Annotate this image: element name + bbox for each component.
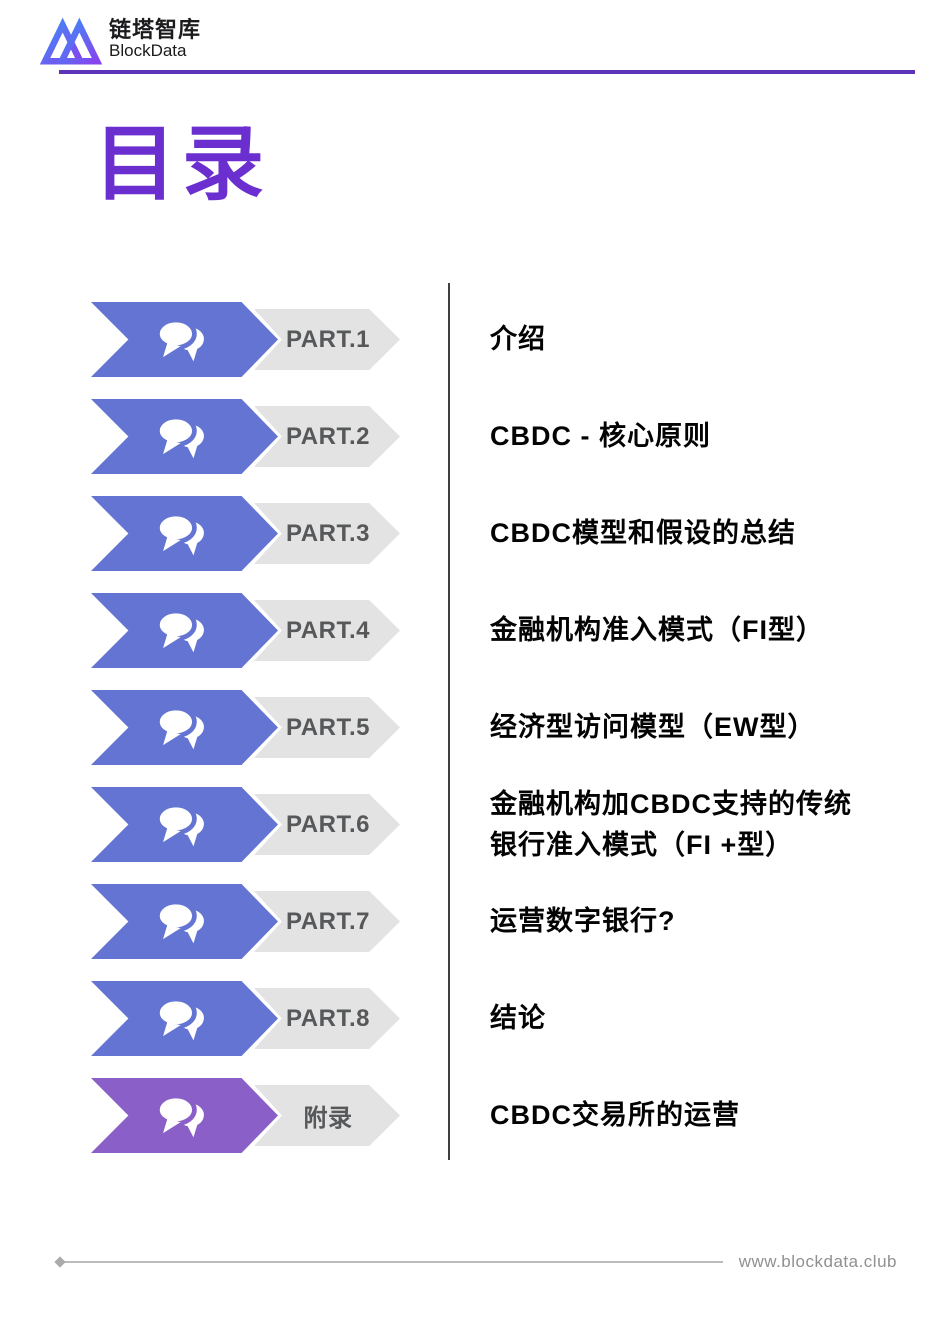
footer-rule [57, 1261, 723, 1263]
toc-item-title: 介绍 [490, 324, 546, 355]
header-divider [59, 70, 915, 74]
chat-bubbles-icon [155, 511, 204, 555]
part-label: PART.4 [286, 616, 370, 644]
vertical-divider [448, 283, 450, 1160]
toc-item-title: 结论 [490, 1003, 546, 1034]
page-title: 目录 [94, 119, 271, 210]
chat-bubbles-icon [155, 317, 204, 361]
header: 链塔智库 BlockData [40, 13, 201, 65]
part-arrow [91, 593, 278, 668]
part-arrow [91, 399, 278, 474]
part-label: PART.1 [286, 325, 370, 353]
part-arrow [91, 496, 278, 571]
part-label: PART.8 [286, 1004, 370, 1032]
toc-item-title: 运营数字银行? [490, 906, 676, 937]
chat-bubbles-icon [155, 1093, 204, 1137]
part-arrow-group: 附录 [87, 1074, 448, 1157]
part-arrow-group: PART.8 [87, 977, 448, 1060]
toc-list: PART.1 介绍 PART.2 [87, 283, 901, 1175]
mountain-logo-icon [40, 17, 102, 65]
toc-item-title: CBDC交易所的运营 [490, 1100, 740, 1131]
chat-bubbles-icon [155, 608, 204, 652]
part-arrow [91, 690, 278, 765]
toc-row[interactable]: PART.3 CBDC模型和假设的总结 [87, 492, 901, 575]
part-label: 附录 [303, 1105, 353, 1132]
brand-name-zh: 链塔智库 [109, 17, 202, 42]
toc-item-title: CBDC - 核心原则 [490, 421, 711, 452]
toc-row[interactable]: PART.5 经济型访问模型（EW型） [87, 686, 901, 769]
part-arrow-group: PART.1 [87, 298, 448, 381]
chat-bubbles-icon [155, 705, 204, 749]
part-arrow-group: PART.3 [87, 492, 448, 575]
part-arrow [91, 1078, 278, 1153]
chat-bubbles-icon [155, 802, 204, 846]
part-arrow-group: PART.4 [87, 589, 448, 672]
footer: www.blockdata.club [57, 1252, 897, 1272]
part-arrow-group: PART.2 [87, 395, 448, 478]
toc-row[interactable]: PART.4 金融机构准入模式（FI型） [87, 589, 901, 672]
chat-bubbles-icon [155, 996, 204, 1040]
part-label: PART.2 [286, 422, 370, 450]
chat-bubbles-icon [155, 899, 204, 943]
part-label: PART.3 [286, 519, 370, 547]
part-label: PART.7 [286, 907, 370, 935]
toc-item-title: 金融机构加CBDC支持的传统 银行准入模式（FI +型） [490, 789, 852, 860]
part-arrow-group: PART.7 [87, 880, 448, 963]
toc-row[interactable]: PART.8 结论 [87, 977, 901, 1060]
footer-website[interactable]: www.blockdata.club [738, 1252, 897, 1271]
part-label: PART.6 [286, 810, 370, 838]
part-arrow [91, 981, 278, 1056]
part-arrow [91, 787, 278, 862]
toc-row[interactable]: PART.7 运营数字银行? [87, 880, 901, 963]
part-arrow-group: PART.5 [87, 686, 448, 769]
toc-row[interactable]: PART.1 介绍 [87, 298, 901, 381]
toc-row[interactable]: 附录 CBDC交易所的运营 [87, 1074, 901, 1157]
part-arrow-group: PART.6 [87, 783, 448, 866]
chat-bubbles-icon [155, 414, 204, 458]
brand-text: 链塔智库 BlockData [109, 17, 201, 61]
part-label: PART.5 [286, 713, 370, 741]
toc-item-title: 经济型访问模型（EW型） [490, 712, 816, 743]
part-arrow [91, 884, 278, 959]
toc-row[interactable]: PART.6 金融机构加CBDC支持的传统 银行准入模式（FI +型） [87, 783, 901, 866]
part-arrow [91, 302, 278, 377]
toc-item-title: 金融机构准入模式（FI型） [490, 615, 824, 646]
brand-name-en: BlockData [109, 41, 187, 61]
toc-item-title: CBDC模型和假设的总结 [490, 518, 796, 549]
toc-row[interactable]: PART.2 CBDC - 核心原则 [87, 395, 901, 478]
